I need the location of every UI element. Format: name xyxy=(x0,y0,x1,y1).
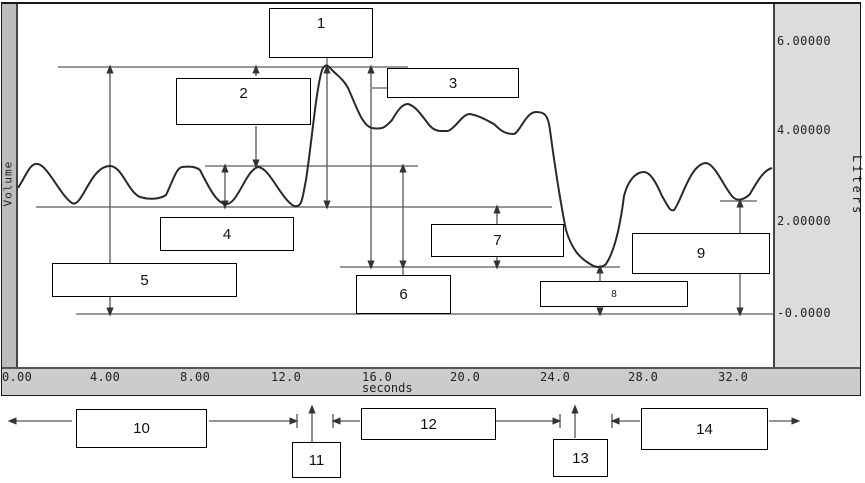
label-box-8: 8 xyxy=(540,281,688,307)
y-tick-4: 4.00000 xyxy=(777,123,832,137)
y-tick-2: 2.00000 xyxy=(777,214,832,228)
y-tick-0: -0.0000 xyxy=(777,306,832,320)
x-tick-24: 24.0 xyxy=(540,370,571,384)
label-box-11: 11 xyxy=(292,442,341,478)
x-axis-strip xyxy=(2,367,860,395)
timeline-arrows xyxy=(7,404,801,442)
x-axis-label: seconds xyxy=(362,381,413,395)
x-tick-12: 12.0 xyxy=(271,370,302,384)
label-box-14: 14 xyxy=(641,408,768,450)
label-box-5: 5 xyxy=(52,263,237,297)
label-box-10: 10 xyxy=(76,409,207,448)
x-tick-20: 20.0 xyxy=(450,370,481,384)
left-axis-strip xyxy=(2,4,18,367)
y-tick-6: 6.00000 xyxy=(777,34,832,48)
label-box-1: 1 xyxy=(269,8,373,58)
label-box-3: 3 xyxy=(387,68,519,98)
label-box-4: 4 xyxy=(160,217,294,251)
y-axis-panel xyxy=(773,4,860,367)
volume-trace xyxy=(17,64,773,268)
x-tick-8: 8.00 xyxy=(180,370,211,384)
label-box-7: 7 xyxy=(431,224,564,257)
label-box-13: 13 xyxy=(553,439,608,477)
x-tick-28: 28.0 xyxy=(628,370,659,384)
x-tick-0: 0.00 xyxy=(2,370,33,384)
x-tick-4: 4.00 xyxy=(90,370,121,384)
x-tick-32: 32.0 xyxy=(718,370,749,384)
x-tick-16: 16.0 xyxy=(362,370,393,384)
label-box-9: 9 xyxy=(632,233,770,274)
label-box-12: 12 xyxy=(361,408,496,440)
label-box-6: 6 xyxy=(356,275,451,314)
label-box-2: 2 xyxy=(176,78,311,125)
